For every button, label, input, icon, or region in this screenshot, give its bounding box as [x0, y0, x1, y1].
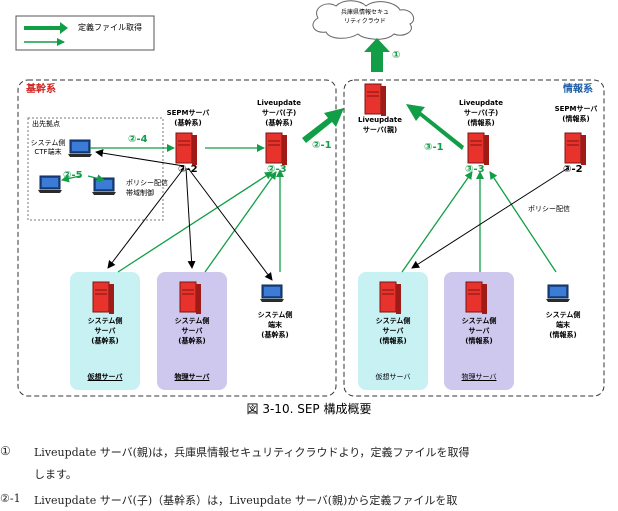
j-physical-label-1: システム側 [461, 317, 497, 325]
j-virtual-tag: 仮想サーバ [375, 373, 411, 381]
k-terminal-label-2: 端末 [268, 321, 282, 329]
k-physical-label-1: システム側 [174, 317, 210, 325]
zone-label-kikan: 基幹系 [26, 84, 56, 95]
lu-child-kikan-label-2: サーバ(子) [261, 109, 297, 117]
sepm-joho-label-1: SEPMサーバ [554, 105, 598, 113]
k-virtual-label-3: (基幹系) [91, 337, 119, 345]
figure-caption: 図 3-10. SEP 構成概要 [246, 402, 372, 416]
lu-child-joho-label-2: サーバ(子) [463, 109, 499, 117]
k-virtual-box [70, 272, 140, 390]
step-label-2-5: ②-5 [63, 170, 83, 181]
k-terminal-laptop-icon [259, 284, 285, 303]
policy-label-2: 帯域制御 [126, 189, 154, 197]
arrow-step-1 [364, 38, 390, 72]
thick-arrow-icon [24, 22, 68, 34]
sepm-kikan-label-2: (基幹系) [174, 119, 202, 127]
j-virtual-label-3: (情報系) [379, 337, 407, 345]
step-label-2-3: ②-3 [267, 164, 287, 175]
k-virtual-tag: 仮想サーバ [87, 373, 123, 381]
lu-child-kikan-label-1: Liveupdate [257, 99, 301, 107]
k-physical-server-icon [179, 281, 202, 315]
k-physical-label-3: (基幹系) [178, 337, 206, 345]
j-terminal-laptop-icon [545, 284, 571, 303]
joho-zone [343, 79, 605, 397]
lu-child-kikan-server-icon [265, 132, 288, 166]
k-virtual-label-1: システム側 [87, 317, 123, 325]
k-physical-label-2: サーバ [181, 327, 203, 335]
step-label-2-2: ②-2 [178, 164, 198, 175]
kikan-zone [17, 79, 337, 397]
k-physical-tag: 物理サーバ [174, 373, 210, 381]
j-virtual-label-2: サーバ [382, 327, 404, 335]
para-1-line-2: します。 [34, 468, 77, 481]
sepm-kikan-server-icon [175, 132, 198, 166]
cloud-label-1: 兵庫県情報セキュ [340, 9, 389, 16]
j-physical-box [444, 272, 514, 390]
step-label-3-1: ③-1 [424, 142, 444, 153]
k-terminal-label-3: (基幹系) [261, 331, 289, 339]
branch-office-box [27, 117, 164, 221]
step-label-2-4: ②-4 [128, 134, 148, 145]
k-terminal-label-1: システム側 [257, 311, 293, 319]
j-virtual-label-1: システム側 [375, 317, 411, 325]
para-2-marker: ②-1 [0, 492, 21, 505]
j-terminal-label-3: (情報系) [549, 331, 577, 339]
lu-child-kikan-label-3: (基幹系) [265, 119, 293, 127]
policy-joho-label: ポリシー配信 [528, 205, 570, 213]
lu-child-joho-server-icon [467, 132, 490, 166]
cloud-icon [312, 0, 415, 40]
k-virtual-server-icon [92, 281, 115, 315]
step-label-2-1: ②-1 [312, 140, 332, 151]
sepm-joho-server-icon [564, 132, 587, 166]
lu-child-joho-label-1: Liveupdate [459, 99, 503, 107]
j-physical-label-3: (情報系) [465, 337, 493, 345]
j-virtual-box [358, 272, 428, 390]
j-physical-label-2: サーバ [468, 327, 490, 335]
j-physical-tag: 物理サーバ [461, 373, 497, 381]
j-virtual-server-icon [379, 281, 402, 315]
k-physical-box [157, 272, 227, 390]
arrow-step-3-1 [406, 104, 464, 150]
legend-label: 定義ファイル取得 [78, 23, 142, 32]
ctf-label-1: システム側 [30, 139, 66, 147]
j-physical-server-icon [465, 281, 488, 315]
para-2-line-1: Liveupdate サーバ(子)（基幹系）は，Liveupdate サーバ(親… [34, 494, 458, 507]
client-laptop-left-icon [37, 175, 63, 194]
step-label-3-2: ③-2 [563, 164, 583, 175]
zone-label-joho: 情報系 [563, 84, 593, 95]
step-label-3-3: ③-3 [465, 164, 485, 175]
lu-parent-server-icon [364, 83, 387, 117]
ctf-label-2: CTF端末 [34, 148, 62, 156]
policy-label-1: ポリシー配信 [126, 179, 168, 187]
step-label-1: ① [392, 50, 401, 61]
client-laptop-right-icon [91, 177, 117, 196]
para-1-marker: ① [0, 444, 11, 458]
branch-label: 出先拠点 [32, 120, 60, 128]
sepm-kikan-label-1: SEPMサーバ [166, 109, 210, 117]
arrow-step-2-1 [302, 108, 344, 143]
lu-child-joho-label-3: (情報系) [467, 119, 495, 127]
sepm-joho-label-2: (情報系) [562, 115, 590, 123]
ctf-laptop-icon [67, 139, 93, 158]
para-1-line-1: Liveupdate サーバ(親)は，兵庫県情報セキュリティクラウドより，定義フ… [34, 446, 470, 459]
j-terminal-label-1: システム側 [545, 311, 581, 319]
cloud-label-2: リティクラウド [344, 18, 386, 25]
lu-parent-label-2: サーバ(親) [362, 126, 398, 134]
lu-parent-label-1: Liveupdate [358, 116, 402, 124]
legend-box [15, 15, 155, 51]
j-terminal-label-2: 端末 [556, 321, 570, 329]
k-virtual-label-2: サーバ [94, 327, 116, 335]
